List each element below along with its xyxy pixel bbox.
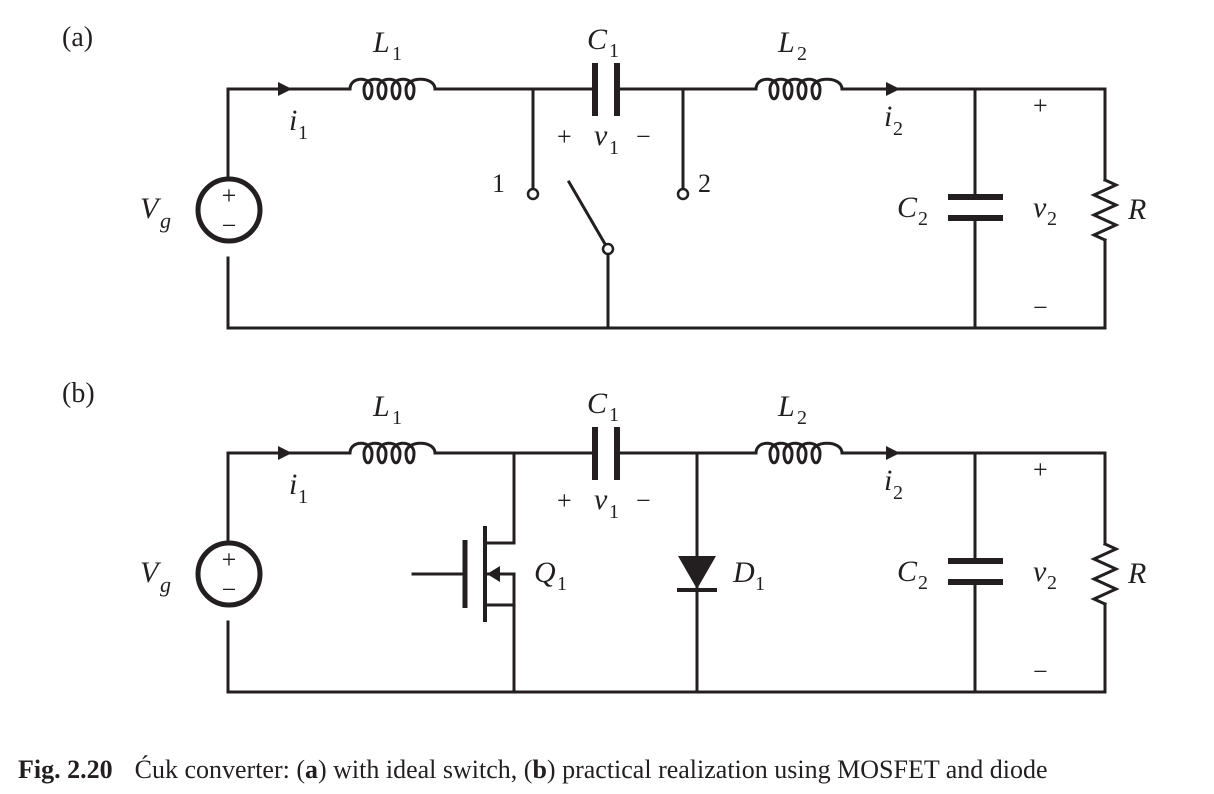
caption-b: b <box>532 755 547 784</box>
panel-b-tag: (b) <box>62 378 95 409</box>
panel-a-label-i1-sub: 1 <box>298 122 308 144</box>
panel-b-label-l2: L <box>777 390 795 423</box>
caption-a: a <box>305 755 318 784</box>
panel-a-output-plus: + <box>1033 91 1048 120</box>
panel-b-source-minus: − <box>222 575 237 604</box>
panel-b-label-i1-sub: 1 <box>298 486 308 508</box>
panel-a-source-plus: + <box>222 181 237 210</box>
panel-b-label-v1: v <box>594 483 608 516</box>
panel-b-v1-minus: − <box>636 486 651 515</box>
panel-a-inductor-l1 <box>348 77 437 101</box>
panel-a-label-i1: i <box>289 104 297 137</box>
panel-b-label-q1-sub: 1 <box>557 573 567 595</box>
panel-b-label-v1-sub: 1 <box>609 501 619 523</box>
panel-b-label-l1-sub: 1 <box>392 407 402 429</box>
panel-b-label-d1: D <box>732 556 755 589</box>
figure-number: Fig. 2.20 <box>18 755 113 784</box>
panel-b-label-i2-sub: 2 <box>893 482 903 504</box>
caption-text-3: ) practical realization using MOSFET and… <box>546 755 1048 784</box>
panel-a-label-c1: C <box>587 23 608 56</box>
panel-b-label-d1-sub: 1 <box>755 573 765 595</box>
panel-b-inductor-l1 <box>348 441 437 465</box>
panel-a-switch-label-1: 1 <box>492 169 505 198</box>
panel-a-current-arrow-i1 <box>278 82 292 96</box>
panel-b-label-c1-sub: 1 <box>609 404 619 426</box>
panel-b-v1-plus: + <box>557 486 572 515</box>
caption-text-1: Ćuk converter: ( <box>134 755 305 784</box>
panel-a-label-l2: L <box>777 26 795 59</box>
panel-a-switch-leads <box>531 87 685 330</box>
panel-a-switch-pivot <box>601 242 615 256</box>
panel-a-inductor-l2 <box>754 77 844 101</box>
panel-a-source-minus: − <box>222 211 237 240</box>
panel-b-label-r: R <box>1127 557 1146 590</box>
panel-a-label-c2: C <box>897 191 918 224</box>
panel-b-voltage-source <box>195 540 263 608</box>
panel-a-label-v2-sub: 2 <box>1047 208 1057 230</box>
panel-a-label-v1-sub: 1 <box>609 137 619 159</box>
panel-b-diode-d1 <box>677 451 717 694</box>
panel-a-label-vg: V <box>140 192 162 225</box>
panel-a-label-v2: v <box>1033 191 1047 224</box>
panel-b-inductor-l2 <box>754 441 844 465</box>
panel-b-label-i2: i <box>884 464 892 497</box>
panel-b-output-plus: + <box>1033 455 1048 484</box>
panel-b-capacitor-c1 <box>592 427 620 480</box>
panel-b-label-v2-sub: 2 <box>1047 572 1057 594</box>
panel-b-label-v2: v <box>1033 555 1047 588</box>
panel-b-label-vg: V <box>140 556 162 589</box>
panel-a-v1-minus: − <box>636 122 651 151</box>
panel-b-label-i1: i <box>289 468 297 501</box>
panel-b-resistor <box>1090 542 1120 606</box>
panel-b-current-arrow-i1 <box>278 446 292 460</box>
panel-a-current-arrow-i2 <box>886 82 900 96</box>
panel-a-label-i2: i <box>884 100 892 133</box>
panel-b-label-c2-sub: 2 <box>918 572 928 594</box>
panel-a-v1-plus: + <box>557 122 572 151</box>
panel-b-label-c1: C <box>587 387 608 420</box>
panel-b-mosfet-q1 <box>411 451 516 694</box>
panel-b-label-c2: C <box>897 555 918 588</box>
panel-a-label-c1-sub: 1 <box>609 40 619 62</box>
panel-b-capacitor-c2 <box>948 558 1003 585</box>
figure-caption: Fig. 2.20 Ćuk converter: (a) with ideal s… <box>18 755 1208 785</box>
panel-a-resistor <box>1090 178 1120 242</box>
panel-b-output-minus: − <box>1033 657 1048 686</box>
panel-a-capacitor-c1 <box>592 63 620 116</box>
panel-a: (a) + − L 1 C 1 L 2 i <box>62 22 1146 330</box>
panel-a-label-l2-sub: 2 <box>797 43 807 65</box>
panel-a-capacitor-c2 <box>948 194 1003 221</box>
panel-a-label-i2-sub: 2 <box>893 118 903 140</box>
panel-a-switch-label-2: 2 <box>698 169 711 198</box>
panel-b-label-vg-sub: g <box>160 572 171 597</box>
panel-a-label-c2-sub: 2 <box>918 208 928 230</box>
panel-a-switch-terminal-2 <box>676 187 690 201</box>
panel-a-label-l1-sub: 1 <box>392 43 402 65</box>
panel-a-label-l1: L <box>372 26 390 59</box>
panel-a-label-v1: v <box>594 119 608 152</box>
panel-a-output-minus: − <box>1033 293 1048 322</box>
panel-b-label-q1: Q <box>534 556 556 589</box>
panel-a-switch-terminal-1 <box>526 187 540 201</box>
panel-b-label-l2-sub: 2 <box>797 407 807 429</box>
panel-b-current-arrow-i2 <box>886 446 900 460</box>
caption-text-2: ) with ideal switch, ( <box>318 755 533 784</box>
panel-b-label-l1: L <box>372 390 390 423</box>
panel-a-label-r: R <box>1127 193 1146 226</box>
panel-a-label-vg-sub: g <box>160 208 171 233</box>
panel-b: (b) + − <box>62 378 1146 694</box>
panel-a-switch-blade <box>566 179 608 247</box>
panel-a-voltage-source <box>195 176 263 244</box>
panel-b-source-plus: + <box>222 545 237 574</box>
panel-a-tag: (a) <box>62 22 93 53</box>
